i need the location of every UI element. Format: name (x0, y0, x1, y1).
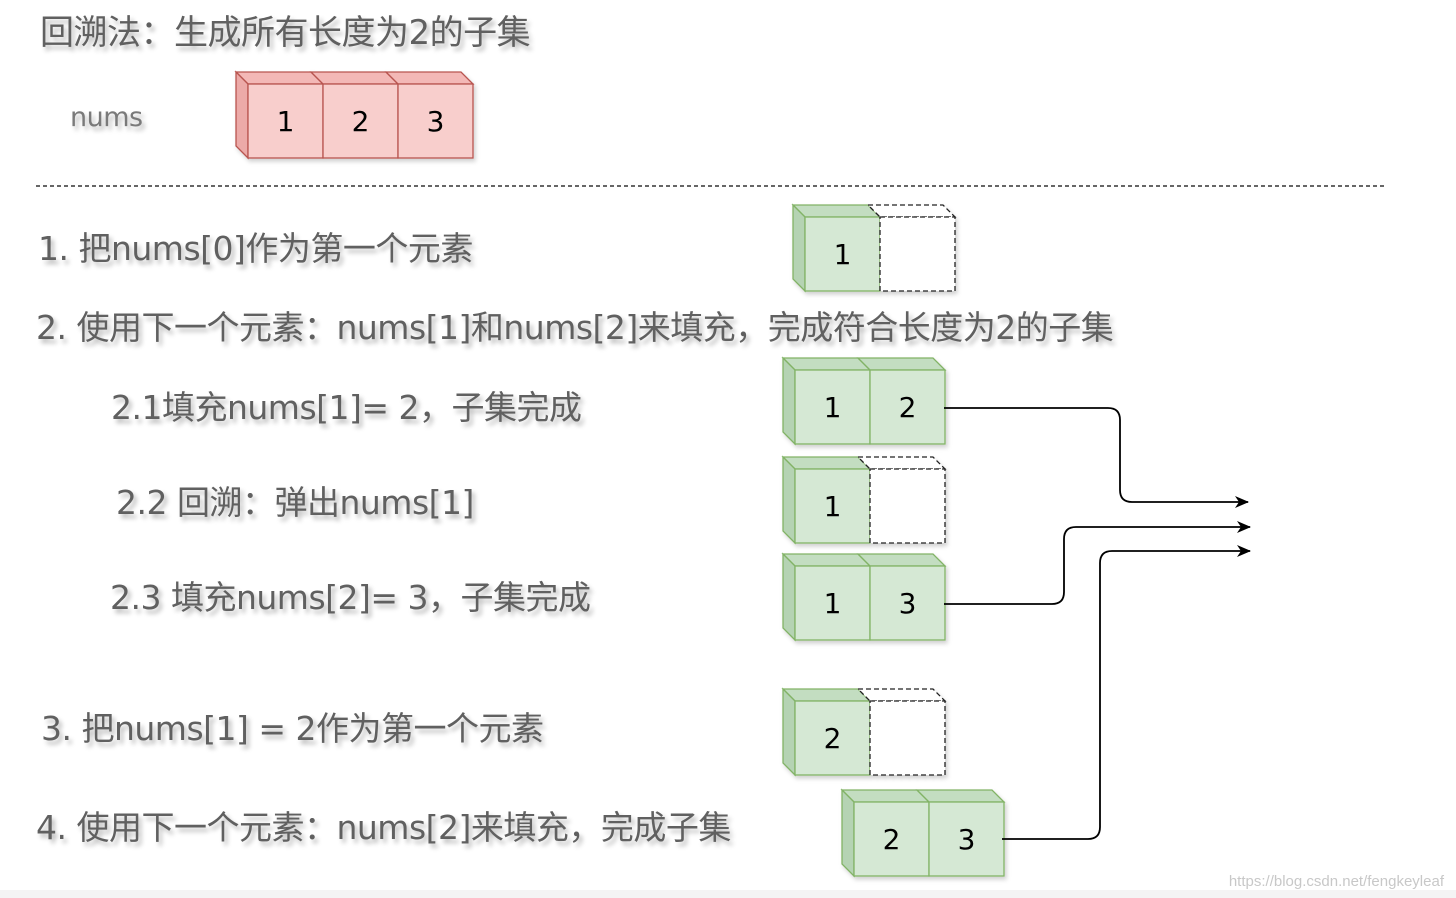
block-cell (247, 83, 324, 159)
block-cell-value: 1 (834, 238, 852, 271)
block-cell-value: 3 (899, 587, 917, 620)
arrow-subset-1-3 (944, 521, 1251, 605)
block-cell (322, 83, 399, 159)
arrow-subset-2-3 (1002, 545, 1251, 840)
block-cell-value: 2 (352, 105, 370, 138)
block-cell-side (782, 687, 796, 777)
block-cell-top (309, 71, 400, 85)
block-cell-side (841, 788, 855, 878)
block-cell-top (781, 456, 872, 470)
block-cell (397, 83, 474, 159)
block-cell-side (782, 356, 796, 446)
block-cell-value: 1 (824, 391, 842, 424)
block-cell-top (781, 357, 872, 371)
block-cell-value: 1 (824, 490, 842, 523)
block-cell (869, 565, 946, 641)
block-cell-side (782, 552, 796, 642)
step-2-2-text: 2.2 回溯：弹出nums[1] (116, 483, 474, 522)
diagram-title: 回溯法：生成所有长度为2的子集 (40, 13, 531, 53)
block-cell (869, 468, 946, 544)
block-cell-top (234, 71, 325, 85)
block-cell-value: 3 (427, 105, 445, 138)
block-cell (794, 369, 871, 445)
nums-label: nums (70, 102, 143, 133)
arrow-subset-1-2 (944, 407, 1249, 508)
block-cell-top (781, 688, 872, 702)
block-cell (869, 700, 946, 776)
block-b3: 2 (781, 687, 947, 777)
block-cell-top (856, 456, 947, 470)
block-cell (869, 369, 946, 445)
block-cell (928, 801, 1005, 877)
block-cell (879, 216, 956, 292)
block-cell-top (856, 553, 947, 567)
step-2-3-text: 2.3 填充nums[2]= 3，子集完成 (110, 578, 591, 617)
block-nums: 1 2 3 (234, 70, 475, 160)
block-cell-side (235, 70, 249, 160)
block-b1: 1 (791, 203, 957, 293)
block-cell-value: 2 (883, 823, 901, 856)
block-cell-top (384, 71, 475, 85)
block-cell-value: 3 (958, 823, 976, 856)
block-cell-top (866, 204, 957, 218)
step-4-text: 4. 使用下一个元素：nums[2]来填充，完成子集 (36, 808, 731, 847)
block-cell (794, 565, 871, 641)
step-1-text: 1. 把nums[0]作为第一个元素 (38, 229, 473, 268)
watermark: https://blog.csdn.net/fengkeyleaf (1228, 873, 1444, 890)
block-cell-top (915, 789, 1006, 803)
step-2-1-text: 2.1填充nums[1]= 2，子集完成 (111, 388, 582, 427)
bottom-band (0, 890, 1456, 898)
block-cell-top (791, 204, 882, 218)
block-cell-top (840, 789, 931, 803)
block-cell (804, 216, 881, 292)
block-b22: 1 (781, 455, 947, 545)
block-cell-top (781, 553, 872, 567)
block-cell-value: 1 (824, 587, 842, 620)
step-3-text: 3. 把nums[1] = 2作为第一个元素 (41, 709, 544, 748)
block-cell-side (782, 455, 796, 545)
block-cell-value: 1 (277, 105, 295, 138)
step-2-text: 2. 使用下一个元素：nums[1]和nums[2]来填充，完成符合长度为2的子… (36, 308, 1114, 347)
block-cell-value: 2 (899, 391, 917, 424)
block-cell (794, 468, 871, 544)
block-cell-side (792, 203, 806, 293)
block-cell-top (856, 688, 947, 702)
block-cell-value: 2 (824, 722, 842, 755)
block-cell-top (856, 357, 947, 371)
